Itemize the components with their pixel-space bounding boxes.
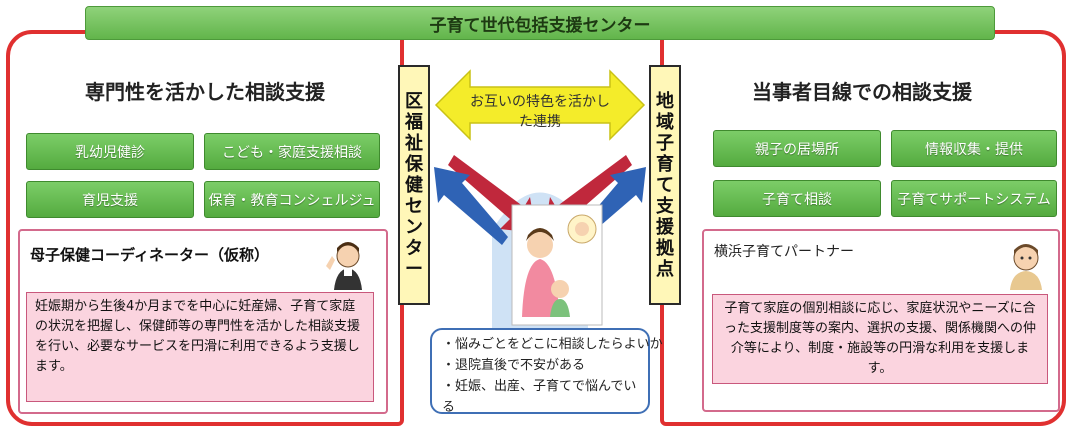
vertical-char: て: [656, 174, 674, 196]
blue-arrow-left: [434, 167, 508, 245]
vertical-char: 拠: [656, 237, 674, 259]
infant-checkup-button[interactable]: 乳幼児健診: [26, 133, 194, 170]
child-body: [550, 299, 570, 317]
vertical-char: 点: [656, 258, 674, 280]
concern-item: ・妊娠、出産、子育てで悩んでいる: [442, 379, 637, 415]
nursery-concierge-button[interactable]: 保育・教育コンシェルジュ: [204, 181, 380, 218]
child-family-consult-button[interactable]: こども・家庭支援相談: [204, 133, 380, 170]
vertical-char: タ: [405, 237, 423, 259]
info-collection-button[interactable]: 情報収集・提供: [891, 130, 1057, 167]
vertical-char: 育: [656, 153, 674, 175]
vertical-char: 保: [405, 153, 423, 175]
childcare-support-button[interactable]: 育児支援: [26, 181, 194, 218]
collaboration-text: お互いの特色を活かした連携: [470, 94, 610, 130]
vertical-char: ー: [405, 258, 423, 280]
vertical-char: 援: [656, 216, 674, 238]
coordinator-title: 母子保健コーディネーター（仮称）: [30, 246, 269, 264]
parent-child-place-button[interactable]: 親子の居場所: [713, 130, 881, 167]
partner-description: 子育て家庭の個別相談に応じ、家庭状況やニーズに合った支援制度等の案内、選択の支援…: [712, 294, 1048, 384]
vertical-char: 域: [656, 111, 674, 133]
partner-title: 横浜子育てパートナー: [714, 244, 854, 260]
mother-head: [527, 232, 553, 258]
vertical-char: 地: [656, 90, 674, 112]
ward-health-center-label: 区 福 祉 保 健 セ ン タ ー: [398, 65, 430, 305]
vertical-char: ン: [405, 216, 423, 238]
vertical-char: 健: [405, 174, 423, 196]
vertical-char: 子: [656, 132, 674, 154]
community-childcare-hub-label: 地 域 子 育 て 支 援 拠 点: [649, 65, 681, 305]
right-heading: 当事者目線での相談支援: [752, 80, 972, 104]
coordinator-description: 妊娠期から生後4か月までを中心に妊産婦、子育て家庭の状況を把握し、保健師等の専門…: [26, 292, 374, 402]
center-title-bar: 子育て世代包括支援センター: [85, 6, 995, 40]
concerns-bubble: ・悩みごとをどこに相談したらよいか ・退院直後で不安がある ・妊娠、出産、子育て…: [430, 328, 663, 415]
partner-person-icon: [1010, 244, 1042, 290]
support-system-button[interactable]: 子育てサポートシステム: [891, 180, 1057, 217]
left-heading: 専門性を活かした相談支援: [85, 80, 325, 104]
vertical-char: 祉: [405, 132, 423, 154]
concern-item: ・悩みごとをどこに相談したらよいか: [442, 337, 663, 352]
concern-item: ・退院直後で不安がある: [442, 358, 586, 373]
child-head: [551, 280, 569, 298]
childcare-consult-button[interactable]: 子育て相談: [713, 180, 881, 217]
mother-body: [522, 259, 560, 317]
vertical-char: 支: [656, 195, 674, 217]
vertical-char: 区: [405, 90, 423, 112]
center-graphic: [434, 69, 646, 355]
coordinator-person-icon: [326, 242, 362, 290]
vertical-char: 福: [405, 111, 423, 133]
vertical-char: セ: [405, 195, 423, 217]
double-arrow-shape: [434, 69, 646, 141]
